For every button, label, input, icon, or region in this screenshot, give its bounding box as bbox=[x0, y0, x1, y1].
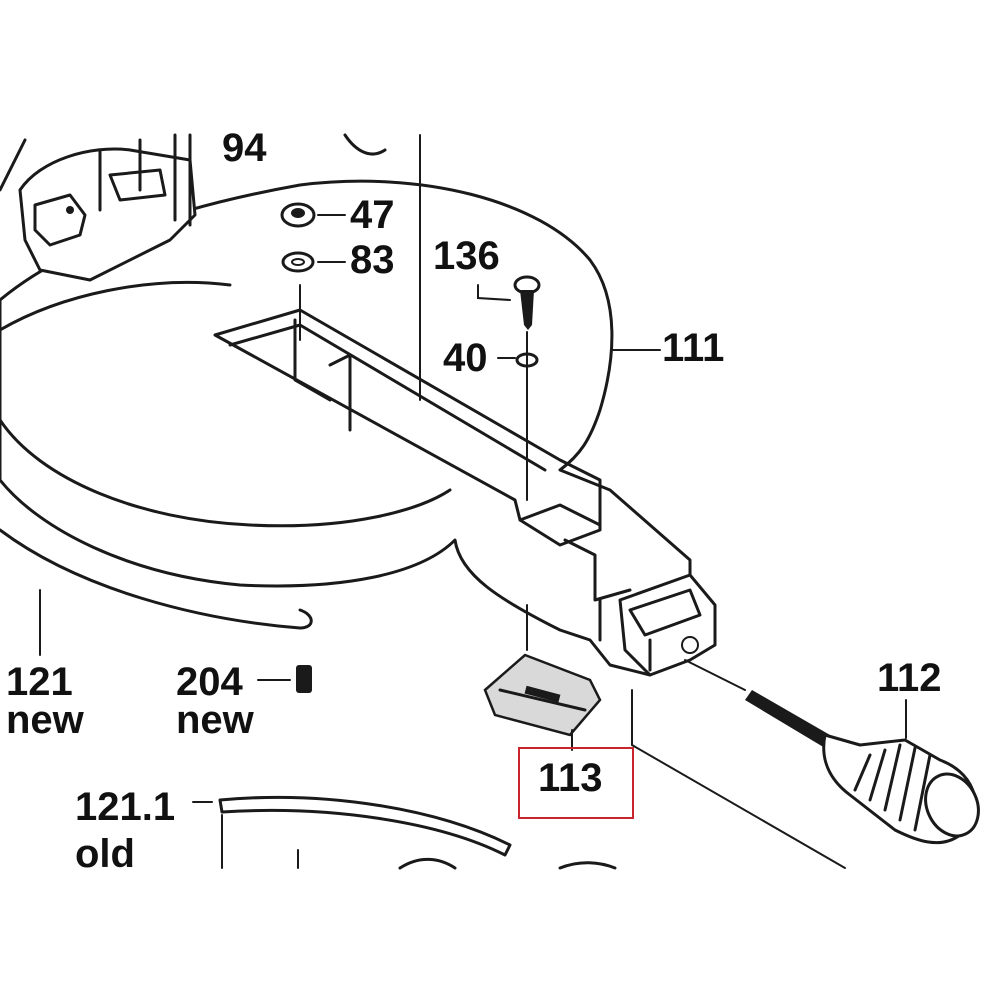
bottom-partial-shapes bbox=[398, 857, 617, 870]
rod-part-121 bbox=[0, 528, 313, 630]
label-40: 40 bbox=[443, 336, 488, 380]
label-121-note: new bbox=[6, 698, 84, 742]
screw-part-204 bbox=[296, 665, 312, 693]
pad-part-113 bbox=[483, 653, 602, 737]
label-94: 94 bbox=[222, 126, 267, 170]
label-47: 47 bbox=[350, 193, 395, 237]
label-121: 121 bbox=[6, 660, 73, 704]
highlight-box-113 bbox=[518, 747, 634, 819]
label-204: 204 bbox=[176, 660, 243, 704]
label-136: 136 bbox=[433, 234, 500, 278]
label-112: 112 bbox=[877, 656, 942, 700]
label-83: 83 bbox=[350, 238, 395, 282]
washer-part-83 bbox=[281, 251, 315, 273]
nut-part-47 bbox=[280, 202, 316, 228]
leader-lines bbox=[39, 134, 907, 869]
screw-part-136 bbox=[513, 275, 541, 330]
label-121-1: 121.1 bbox=[75, 785, 176, 829]
knob-part-112 bbox=[745, 690, 980, 845]
label-111: 111 bbox=[662, 326, 725, 370]
label-113: 113 bbox=[538, 756, 603, 800]
rod-part-121-1 bbox=[218, 795, 512, 857]
label-121-1-note: old bbox=[75, 832, 135, 876]
label-204-note: new bbox=[176, 698, 254, 742]
